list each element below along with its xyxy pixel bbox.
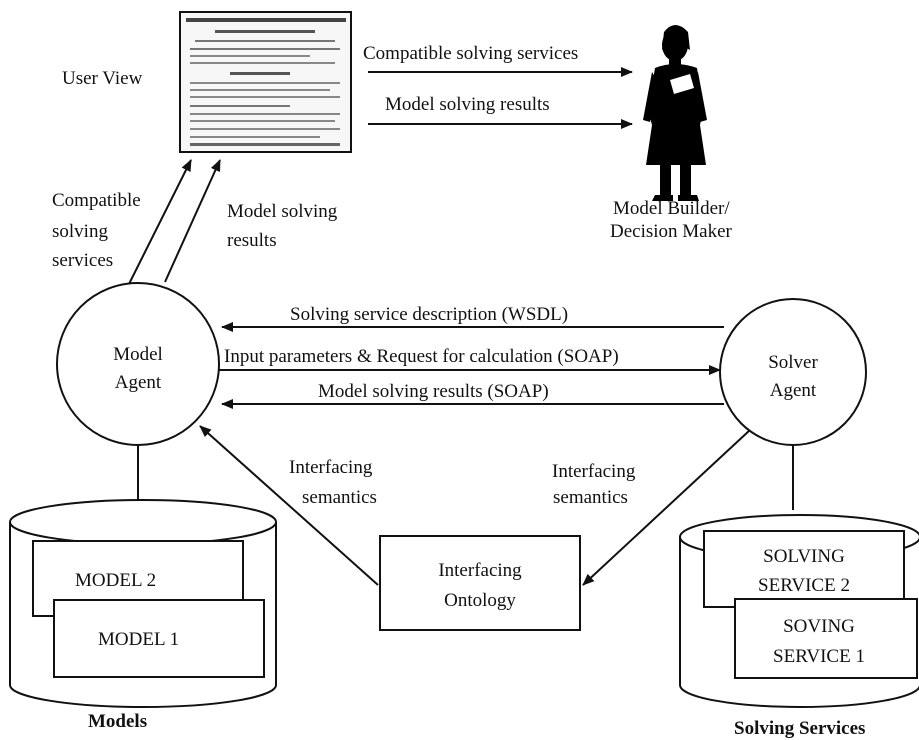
actor-label-line2: Decision Maker [610, 221, 733, 242]
service1-box [734, 598, 918, 679]
service1-line1: SOVING [783, 616, 855, 637]
service2-line1: SOLVING [763, 546, 845, 567]
left-results-line2: results [227, 230, 277, 251]
user-view-document [179, 11, 352, 153]
left-results-line1: Model solving [227, 201, 338, 222]
ontology-box [379, 535, 581, 631]
solver-agent-line1: Solver [768, 352, 818, 373]
results-up-arrow [164, 159, 221, 283]
decision-maker-icon [643, 25, 707, 201]
left-semantics-line2: semantics [302, 487, 377, 508]
solver-agent-line2: Agent [770, 380, 817, 401]
left-compat-line1: Compatible [52, 190, 141, 211]
model-agent-line1: Model [113, 344, 163, 365]
models-caption: Models [88, 711, 147, 732]
compatible-services-up-arrow [127, 159, 192, 287]
results-to-user-label: Model solving results [385, 94, 550, 115]
left-semantics-line1: Interfacing [289, 457, 373, 478]
left-compat-line3: services [52, 250, 113, 271]
left-compat-line2: solving [52, 221, 108, 242]
ontology-line1: Interfacing [438, 560, 522, 581]
model2-label: MODEL 2 [75, 570, 156, 591]
model-agent-line2: Agent [115, 372, 162, 393]
compatible-services-label: Compatible solving services [363, 43, 578, 64]
service2-line2: SERVICE 2 [758, 575, 850, 596]
actor-label-line1: Model Builder/ [613, 198, 730, 219]
solving-services-caption: Solving Services [734, 718, 865, 739]
semantics-to-model-arrow [199, 425, 379, 586]
user-view-label: User View [62, 68, 143, 89]
request-label: Input parameters & Request for calculati… [224, 346, 619, 367]
right-semantics-line2: semantics [553, 487, 628, 508]
right-semantics-line1: Interfacing [552, 461, 636, 482]
model1-label: MODEL 1 [98, 629, 179, 650]
ontology-line2: Ontology [444, 590, 516, 611]
semantics-to-ontology-arrow [582, 429, 751, 586]
results-soap-label: Model solving results (SOAP) [318, 381, 549, 402]
service1-line2: SERVICE 1 [773, 646, 865, 667]
wsdl-label: Solving service description (WSDL) [290, 304, 568, 325]
model1-box [53, 599, 265, 678]
